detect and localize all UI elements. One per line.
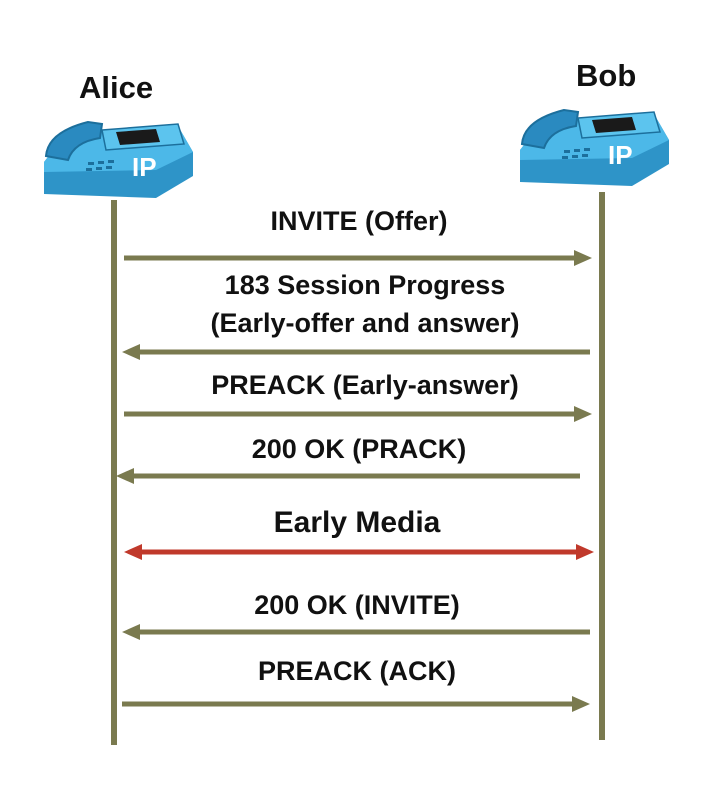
arrow-preack-early-answer xyxy=(124,406,592,422)
message-200-ok-prack-label: 200 OK (PRACK) xyxy=(251,434,467,464)
arrow-preack-ack xyxy=(122,696,590,712)
alice-phone-ip-label: IP xyxy=(132,152,157,182)
arrow-200-ok-prack xyxy=(116,468,580,484)
arrow-invite-offer xyxy=(124,250,592,266)
message-183-session-progress-label-line2: (Early-offer and answer) xyxy=(210,308,520,338)
message-200-ok-invite-label: 200 OK (INVITE) xyxy=(254,590,460,620)
message-183-session-progress-label-line1: 183 Session Progress xyxy=(224,270,506,300)
message-early-media-label: Early Media xyxy=(273,506,441,539)
participant-bob-label: Bob xyxy=(576,58,637,93)
arrow-183-session-progress xyxy=(122,344,590,360)
message-invite-offer-label: INVITE (Offer) xyxy=(270,206,448,236)
message-preack-ack-label: PREACK (ACK) xyxy=(258,656,456,686)
arrow-200-ok-invite xyxy=(122,624,590,640)
participant-alice-label: Alice xyxy=(79,70,154,105)
bob-ip-phone-icon: IP xyxy=(520,108,669,186)
alice-lifeline xyxy=(111,200,117,745)
bob-lifeline xyxy=(599,192,605,740)
alice-ip-phone-icon: IP xyxy=(44,120,193,198)
arrow-early-media xyxy=(124,544,594,560)
message-preack-early-answer-label: PREACK (Early-answer) xyxy=(211,370,519,400)
bob-phone-ip-label: IP xyxy=(608,140,633,170)
